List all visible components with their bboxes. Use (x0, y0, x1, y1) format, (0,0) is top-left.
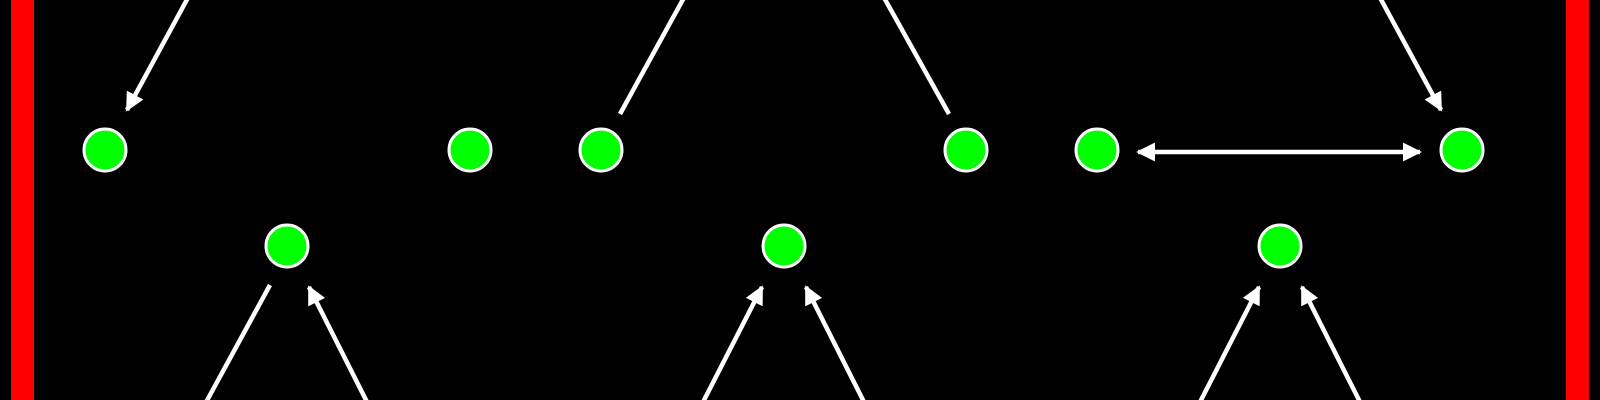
edge-mid-1-out-left (204, 283, 272, 400)
edge-in-mid-2-left (701, 285, 765, 400)
node-mid-2 (761, 223, 807, 269)
node-mid-3 (1257, 223, 1303, 269)
frame-left (11, 0, 34, 400)
node-top-5 (1074, 127, 1120, 173)
node-top-4 (943, 127, 989, 173)
edges (125, 0, 1443, 400)
nodes (82, 127, 1485, 269)
edge-in-mid-3-left (1198, 285, 1262, 400)
edge-in-mid-3-right (1299, 285, 1362, 400)
edge-from-top-3 (618, 0, 686, 116)
frame-right (1566, 0, 1589, 400)
edge-in-mid-1-right (306, 285, 369, 400)
edge-in-top-6 (1378, 0, 1443, 112)
node-mid-1 (264, 223, 310, 269)
frame (11, 0, 1589, 400)
edge-from-top-4 (882, 0, 951, 116)
node-top-6 (1439, 127, 1485, 173)
node-top-2 (447, 127, 493, 173)
edge-in-top-1 (125, 0, 190, 112)
edge-in-mid-2-right (803, 285, 866, 400)
node-top-1 (82, 127, 128, 173)
node-top-3 (578, 127, 624, 173)
